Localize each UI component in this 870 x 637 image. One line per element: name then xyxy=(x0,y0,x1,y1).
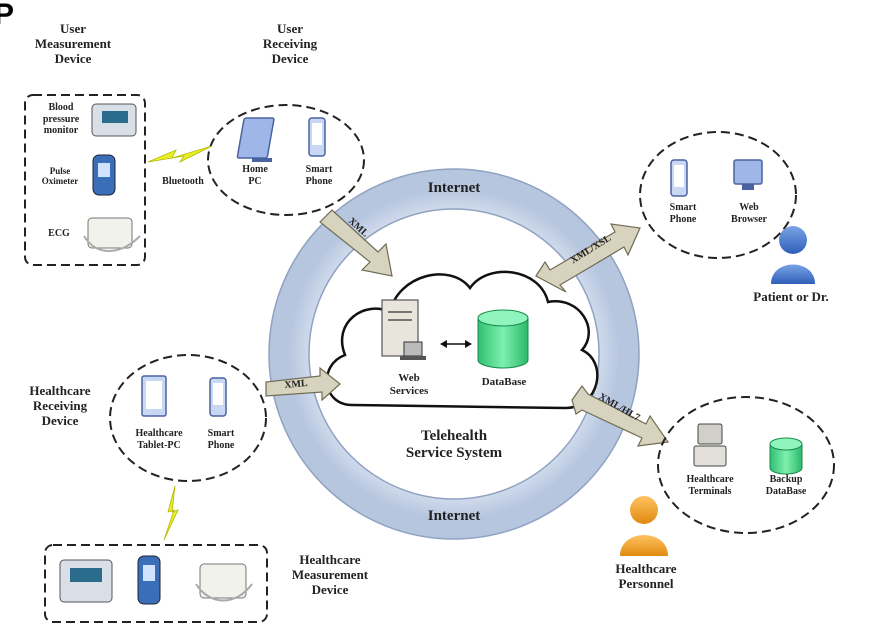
healthcare-tablet-pc-label: Healthcare Tablet-PC xyxy=(135,428,183,451)
healthcare-receiving-title: Healthcare Receiving Device xyxy=(29,383,91,428)
healthcare-lightning-icon xyxy=(163,485,179,541)
healthcare-terminal-icon xyxy=(693,423,727,467)
personnel-devices-ellipse xyxy=(657,396,835,534)
cloud-shape xyxy=(325,270,599,410)
arrow-healthcare-cloud xyxy=(265,366,341,402)
pulse-oximeter-icon xyxy=(92,154,116,196)
internet-ring xyxy=(269,169,639,539)
healthcare-terminals-label: Healthcare Terminals xyxy=(686,474,734,497)
user-receiving-title: User Receiving Device xyxy=(262,21,318,66)
healthcare-receiving-ellipse xyxy=(109,354,267,482)
internet-ring-outer-edge xyxy=(268,168,640,540)
web-services-server-icon xyxy=(381,299,426,360)
web-services-label: Web Services xyxy=(389,372,429,397)
user-measurement-title: User Measurement Device xyxy=(34,21,112,66)
system-name-label: Telehealth Service System xyxy=(405,428,503,462)
corner-mark: P xyxy=(0,0,14,31)
bluetooth-lightning-icon xyxy=(147,145,213,164)
server-db-link-icon xyxy=(440,340,472,348)
database-label: DataBase xyxy=(481,376,527,388)
user-receiving-ellipse xyxy=(207,104,365,216)
user-smart-phone-icon xyxy=(308,117,326,157)
patient-smart-phone-label: Smart Phone xyxy=(669,202,697,225)
healthcare-smart-phone-icon xyxy=(209,377,227,417)
healthcare-tablet-pc-icon xyxy=(141,375,167,417)
healthcare-smart-phone-label: Smart Phone xyxy=(207,428,235,451)
internet-ring-inner-edge xyxy=(308,208,600,500)
hc-ecg-device-icon xyxy=(195,563,253,602)
arrow-user-to-cloud xyxy=(319,209,393,277)
arrow-patient-cloud xyxy=(535,223,641,293)
web-browser-icon xyxy=(733,159,763,190)
patient-person-icon xyxy=(771,226,815,284)
patient-devices-ellipse xyxy=(639,131,797,259)
hc-pulse-oximeter-icon xyxy=(137,555,161,605)
home-pc-icon xyxy=(236,117,275,162)
healthcare-personnel-icon xyxy=(620,496,668,556)
healthcare-measurement-box xyxy=(44,544,268,623)
web-browser-label: Web Browser xyxy=(731,202,767,225)
ecg-device-icon xyxy=(83,217,141,252)
ring-bottom-label: Internet xyxy=(427,508,481,524)
blood-pressure-monitor-icon xyxy=(91,103,137,137)
ring-top-label: Internet xyxy=(427,180,481,196)
backup-database-label: Backup DataBase xyxy=(765,474,807,497)
hc-blood-pressure-monitor-icon xyxy=(59,559,113,603)
backup-database-icon xyxy=(769,437,803,475)
ecg-label: ECG xyxy=(48,228,70,239)
bluetooth-label: Bluetooth xyxy=(162,176,204,187)
database-icon xyxy=(477,309,529,369)
user-smart-phone-label: Smart Phone xyxy=(305,164,333,187)
home-pc-label: Home PC xyxy=(242,164,268,187)
user-measurement-box xyxy=(24,94,146,266)
patient-smart-phone-icon xyxy=(670,159,688,197)
healthcare-personnel-label: Healthcare Personnel xyxy=(615,561,677,591)
patient-or-dr-label: Patient or Dr. xyxy=(753,289,829,304)
arrow-personnel-cloud xyxy=(571,384,670,447)
healthcare-measurement-title: Healthcare Measurement Device xyxy=(291,552,369,597)
pulse-oximeter-label: Pulse Oximeter xyxy=(41,166,79,187)
blood-pressure-monitor-label: Blood pressure monitor xyxy=(42,102,80,136)
